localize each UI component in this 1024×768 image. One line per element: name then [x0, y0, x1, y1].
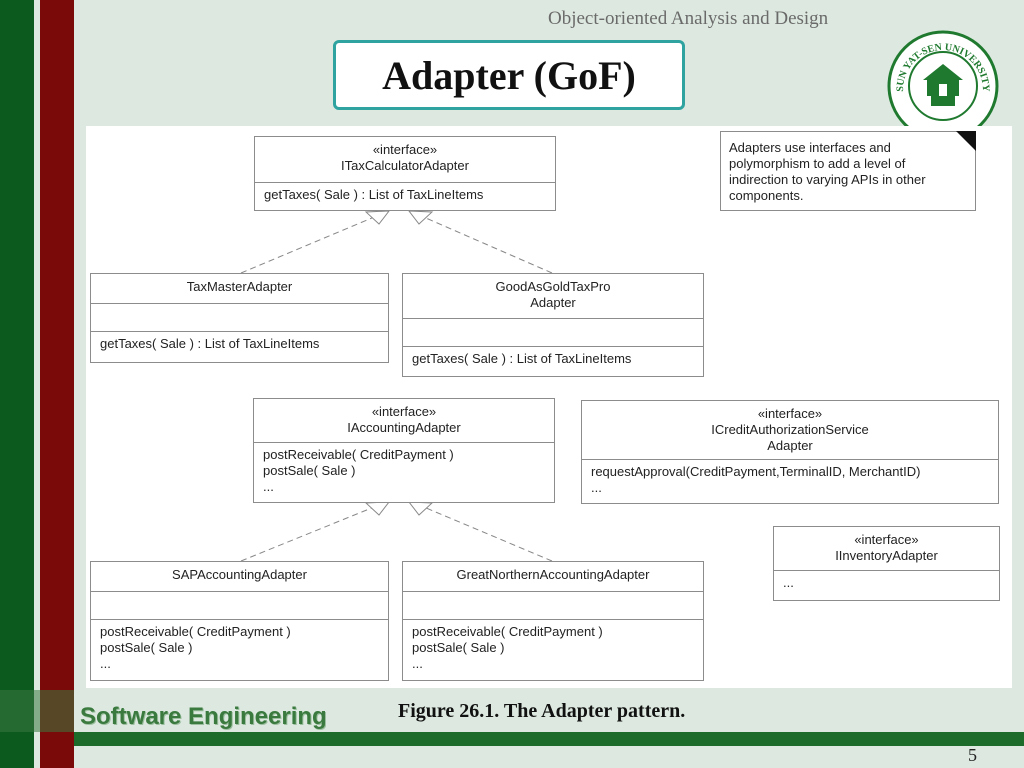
operation: postSale( Sale )	[263, 463, 356, 478]
attributes-section	[91, 592, 388, 620]
operation: ...	[263, 479, 274, 494]
class-name: TaxMasterAdapter	[186, 279, 293, 294]
stereotype-label: «interface»	[371, 404, 437, 419]
realization-taxmaster	[240, 214, 380, 274]
operation: postReceivable( CreditPayment )	[100, 624, 291, 639]
slide-title: Adapter (GoF)	[382, 52, 636, 98]
operation: postReceivable( CreditPayment )	[263, 447, 454, 462]
note-text: Adapters use interfaces and polymorphism…	[729, 140, 926, 203]
operation: requestApproval(CreditPayment,TerminalID…	[591, 464, 921, 479]
stereotype-label: «interface»	[757, 406, 823, 421]
attributes-section	[91, 304, 388, 332]
slide-title-box: Adapter (GoF)	[333, 40, 685, 110]
realization-greatnorthern	[418, 504, 553, 562]
class-name: GreatNorthernAccountingAdapter	[456, 567, 650, 582]
class-name-line2: Adapter	[767, 438, 813, 453]
footer-green-bar	[74, 732, 1024, 746]
university-seal-logo: SUN YAT-SEN UNIVERSITY	[887, 30, 999, 142]
class-goodasgoldtaxproadapter: GoodAsGoldTaxPro Adapter getTaxes( Sale …	[402, 273, 704, 377]
operation: ...	[100, 656, 111, 671]
operation: ...	[412, 656, 423, 671]
uml-diagram: «interface» ITaxCalculatorAdapter getTax…	[86, 126, 1012, 688]
class-name: IAccountingAdapter	[347, 420, 461, 435]
operation: postSale( Sale )	[412, 640, 505, 655]
class-name-line2: Adapter	[530, 295, 576, 310]
left-stripe-gap	[34, 0, 40, 768]
realization-goodasgold	[418, 214, 553, 274]
stereotype-label: «interface»	[372, 142, 438, 157]
operation: ...	[783, 575, 794, 590]
arrowhead-itax-left	[364, 210, 391, 225]
note-fold-corner	[956, 131, 976, 151]
arrowhead-iacc-left	[364, 501, 391, 516]
arrowhead-itax-right	[407, 210, 434, 225]
class-name: SAPAccountingAdapter	[172, 567, 307, 582]
class-taxmasteradapter: TaxMasterAdapter getTaxes( Sale ) : List…	[90, 273, 389, 363]
class-name-line1: GoodAsGoldTaxPro	[495, 279, 611, 294]
class-name: ITaxCalculatorAdapter	[341, 158, 469, 173]
left-red-stripe	[40, 0, 74, 768]
operation: getTaxes( Sale ) : List of TaxLineItems	[264, 187, 484, 202]
class-icreditauthorizationserviceadapter: «interface» ICreditAuthorizationService …	[581, 400, 999, 504]
class-name: IInventoryAdapter	[835, 548, 938, 563]
attributes-section	[403, 592, 703, 620]
class-greatnorthernaccountingadapter: GreatNorthernAccountingAdapter postRecei…	[402, 561, 704, 681]
operation: postSale( Sale )	[100, 640, 193, 655]
operation: ...	[591, 480, 602, 495]
course-title: Object-oriented Analysis and Design	[548, 8, 829, 29]
class-name-line1: ICreditAuthorizationService	[711, 422, 869, 437]
operation: getTaxes( Sale ) : List of TaxLineItems	[412, 351, 632, 366]
attributes-section	[403, 319, 703, 347]
left-green-stripe	[0, 0, 34, 768]
course-name: Software Engineering	[80, 703, 327, 730]
class-sapaccountingadapter: SAPAccountingAdapter postReceivable( Cre…	[90, 561, 389, 681]
class-iinventoryadapter: «interface» IInventoryAdapter ...	[773, 526, 1000, 601]
operation: getTaxes( Sale ) : List of TaxLineItems	[100, 336, 320, 351]
page-number: 5	[968, 745, 977, 765]
footer-accent-band	[0, 690, 74, 732]
uml-connectors	[240, 210, 553, 562]
realization-sap	[240, 504, 380, 562]
operation: postReceivable( CreditPayment )	[412, 624, 603, 639]
uml-note: Adapters use interfaces and polymorphism…	[720, 131, 976, 211]
figure-caption: Figure 26.1. The Adapter pattern.	[398, 700, 686, 722]
class-itaxcalculatoradapter: «interface» ITaxCalculatorAdapter getTax…	[254, 136, 556, 211]
class-iaccountingadapter: «interface» IAccountingAdapter postRecei…	[253, 398, 555, 503]
stereotype-label: «interface»	[854, 532, 919, 547]
